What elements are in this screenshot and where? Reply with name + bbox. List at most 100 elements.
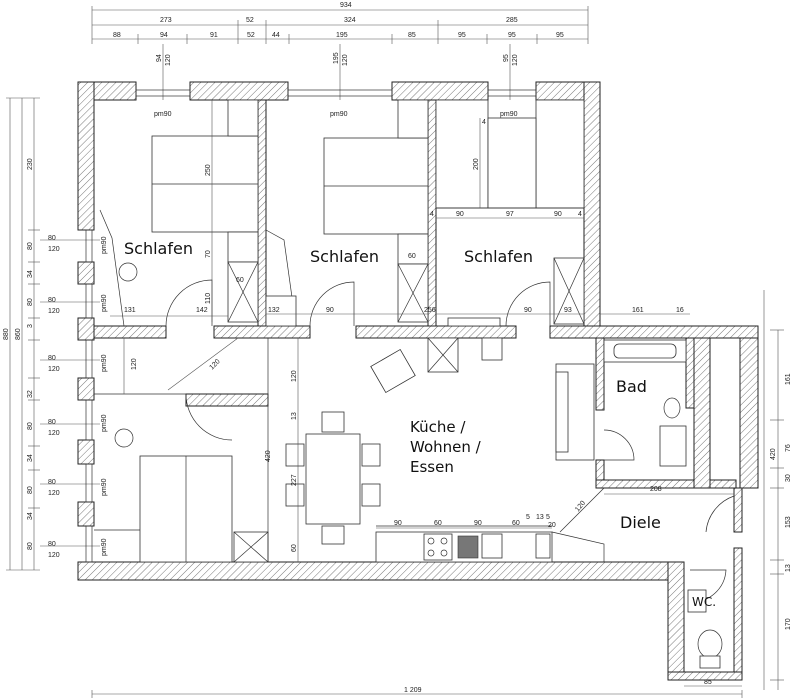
dim-right: 30 — [785, 474, 792, 482]
pm-label: pm90 — [330, 111, 348, 118]
win-top-3b: 120 — [512, 54, 519, 66]
dim-top-r1: 285 — [506, 17, 518, 24]
pm-label: pm90 — [101, 236, 108, 254]
dim-left: 3 — [27, 324, 34, 328]
win-left-b: 120 — [48, 246, 60, 253]
room-label-bedroom-middle: Schlafen — [310, 247, 379, 266]
dim-bedroom-middle: 60 — [408, 253, 416, 260]
bath-furniture — [603, 339, 687, 467]
dim-left: 80 — [27, 422, 34, 430]
pm-label: pm90 — [101, 414, 108, 432]
win-top-1b: 120 — [165, 54, 172, 66]
room-labels: Schlafen Schlafen Schlafen Küche / Wohne… — [124, 239, 716, 609]
win-top-1a: 94 — [156, 54, 163, 62]
dim-top-r2: 94 — [160, 32, 168, 39]
dim-kitchen: 20 — [548, 522, 556, 529]
bedroom-left-furniture — [99, 99, 259, 327]
dim-top-r2: 95 — [458, 32, 466, 39]
dim-left: 80 — [27, 242, 34, 250]
dim-corridor: 161 — [632, 307, 644, 314]
win-top-2b: 120 — [342, 54, 349, 66]
dim-left: 34 — [27, 454, 34, 462]
win-left-b: 120 — [48, 552, 60, 559]
lower-left-room-furniture — [94, 338, 269, 563]
dim-bedroom-right: 200 — [473, 158, 480, 170]
dim-total-top: 934 — [340, 2, 352, 9]
room-label-living-2: Wohnen / — [410, 438, 482, 456]
dim-bedroom-right: 90 — [554, 211, 562, 218]
left-dimensions: 230 80 34 80 3 32 80 34 80 34 80 880 860… — [3, 97, 100, 571]
pm-label: pm90 — [101, 538, 108, 556]
dim-living: 13 — [291, 412, 298, 420]
dim-bedroom-left: 70 — [205, 250, 212, 258]
dim-left: 80 — [27, 298, 34, 306]
dim-total-bottom: 1 209 — [404, 687, 422, 694]
dim-kitchen: 13 — [536, 514, 544, 521]
pm-label: pm90 — [154, 111, 172, 118]
hall-furniture — [559, 487, 735, 669]
dim-hall-208: 208 — [650, 486, 662, 493]
dim-bedroom-right: 4 — [482, 119, 486, 126]
bedroom-middle-furniture — [265, 99, 429, 327]
dim-bedroom-right: 93 — [564, 307, 572, 314]
dim-kitchen: 90 — [474, 520, 482, 527]
dim-top-r2: 195 — [336, 32, 348, 39]
living-room-furniture — [285, 337, 605, 563]
win-left-b: 120 — [48, 308, 60, 315]
dim-left: 80 — [27, 486, 34, 494]
dim-bedroom-left: 60 — [236, 277, 244, 284]
dim-left: 32 — [27, 390, 34, 398]
dim-top-r2: 95 — [556, 32, 564, 39]
dim-left: 80 — [27, 542, 34, 550]
room-label-hall: Diele — [620, 513, 661, 532]
dim-kitchen: 5 — [526, 514, 530, 521]
window-labels: pm90 pm90 pm90 pm90 pm90 pm90 pm90 pm90 … — [101, 111, 518, 556]
walls — [77, 81, 759, 681]
dim-kitchen: 60 — [512, 520, 520, 527]
room-label-bedroom-right: Schlafen — [464, 247, 533, 266]
room-label-living-3: Essen — [410, 458, 454, 476]
dim-right: 161 — [785, 373, 792, 385]
dim-top-r1: 324 — [344, 17, 356, 24]
right-dimensions: 161 420 76 30 153 13 170 — [763, 290, 792, 690]
pm-label: pm90 — [101, 478, 108, 496]
win-left-a: 80 — [48, 541, 56, 548]
dim-living: 120 — [291, 370, 298, 382]
windows — [85, 89, 537, 563]
pm-label: pm90 — [101, 354, 108, 372]
win-left-a: 80 — [48, 297, 56, 304]
win-left-b: 120 — [48, 430, 60, 437]
dim-top-r2: 95 — [508, 32, 516, 39]
dim-living: 227 — [291, 474, 298, 486]
dim-corridor: 16 — [676, 307, 684, 314]
room-label-bedroom-left: Schlafen — [124, 239, 193, 258]
dim-living: 420 — [265, 450, 272, 462]
dim-left-total: 880 — [3, 328, 10, 340]
dim-left: 230 — [27, 158, 34, 170]
dim-bedroom-right: 90 — [524, 307, 532, 314]
dim-kitchen: 90 — [394, 520, 402, 527]
dim-kitchen: 60 — [434, 520, 442, 527]
win-left-a: 80 — [48, 419, 56, 426]
dim-top-r2: 52 — [247, 32, 255, 39]
room-label-bath: Bad — [616, 377, 647, 396]
dim-bottom-small: 85 — [704, 679, 712, 686]
room-dimension-lines — [110, 100, 734, 562]
dim-bedroom-left: 142 — [196, 307, 208, 314]
dim-living: 60 — [291, 544, 298, 552]
dim-right: 76 — [785, 444, 792, 452]
dim-bedroom-left: 131 — [124, 307, 136, 314]
dim-right: 170 — [785, 618, 792, 630]
win-top-3a: 95 — [503, 54, 510, 62]
dim-bedroom-right: 97 — [506, 211, 514, 218]
win-left-b: 120 — [48, 490, 60, 497]
win-left-a: 80 — [48, 235, 56, 242]
dim-right-lower: 420 — [770, 448, 777, 460]
dim-hall-door: 120 — [574, 500, 587, 514]
dim-bedroom-right: 4 — [430, 211, 434, 218]
dim-hall: 120 — [131, 358, 138, 370]
dim-left: 34 — [27, 512, 34, 520]
dim-top-r2: 44 — [272, 32, 280, 39]
top-dimensions: 934 273 52 324 285 88 94 91 52 44 195 85… — [91, 2, 589, 100]
